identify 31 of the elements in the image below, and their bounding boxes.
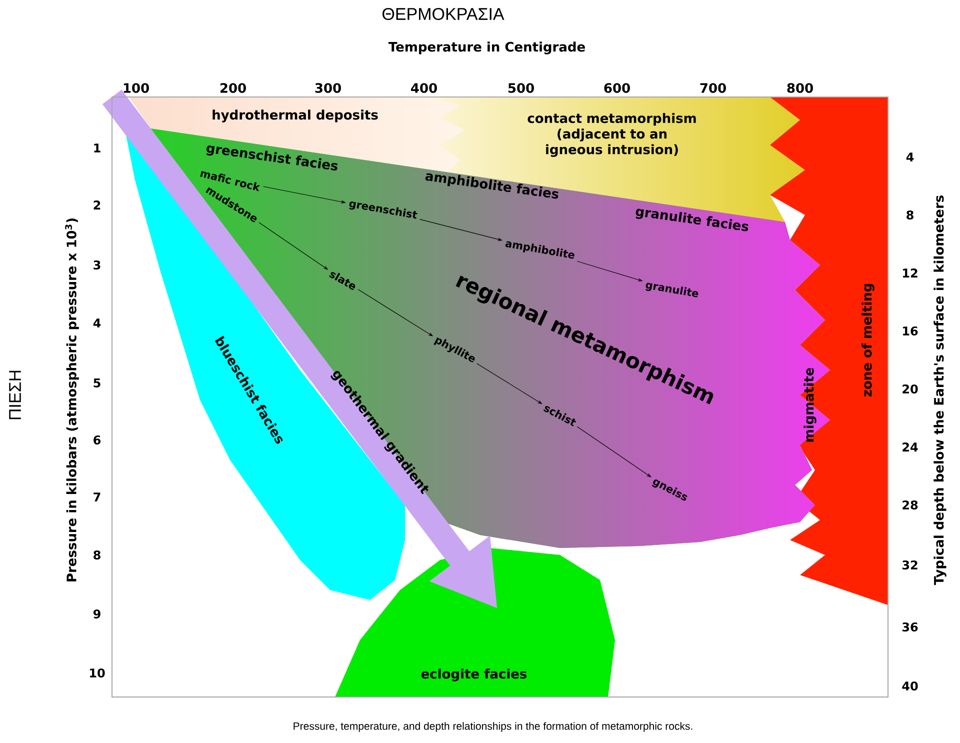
tick-label: 4 [906, 152, 914, 162]
tick-label: 8 [906, 210, 914, 220]
tick-label: 4 [93, 318, 101, 328]
tick-label: 6 [94, 435, 101, 445]
tick-label: 10 [90, 668, 105, 678]
tick-label: 36 [902, 622, 918, 632]
tick-label: 2 [94, 200, 100, 210]
tick-label: 24 [902, 442, 918, 452]
tick-label: 1 [94, 144, 100, 152]
tick-label: 7 [94, 492, 100, 502]
tick-label: 12 [903, 268, 918, 278]
tick-label: 32 [902, 560, 918, 570]
axis-title: Temperature in Centigrade [388, 42, 585, 54]
tick-label: 9 [93, 609, 100, 619]
arrow [576, 426, 652, 478]
tick-label: 800 [787, 83, 813, 93]
axis-title: ΠΙΕΣΗ [9, 370, 21, 420]
tick-label: 20 [902, 384, 918, 394]
tick-label: 16 [903, 326, 918, 336]
caption: Pressure, temperature, and depth relationships in the formation of metamorphic rocks. [294, 722, 692, 732]
tick-label: 8 [94, 550, 100, 560]
eclogite-region: eclogite facies [335, 548, 615, 697]
tick-label: 40 [902, 681, 918, 691]
tick-label: 3 [94, 260, 100, 270]
rock-name: granulite [646, 282, 698, 298]
tick-label: 5 [94, 378, 100, 388]
tick-label: 28 [902, 500, 918, 510]
axis-title: Pressure in kilobars (atmospheric pressure x 10$^{3}$) [65, 218, 79, 582]
axis-title: Typical depth below the Earth's surface in kilometers [934, 195, 946, 586]
page-title: ΘΕΡΜΟΚΡΑΣΙΑ [382, 8, 504, 20]
tick-label: 500 [508, 83, 534, 93]
